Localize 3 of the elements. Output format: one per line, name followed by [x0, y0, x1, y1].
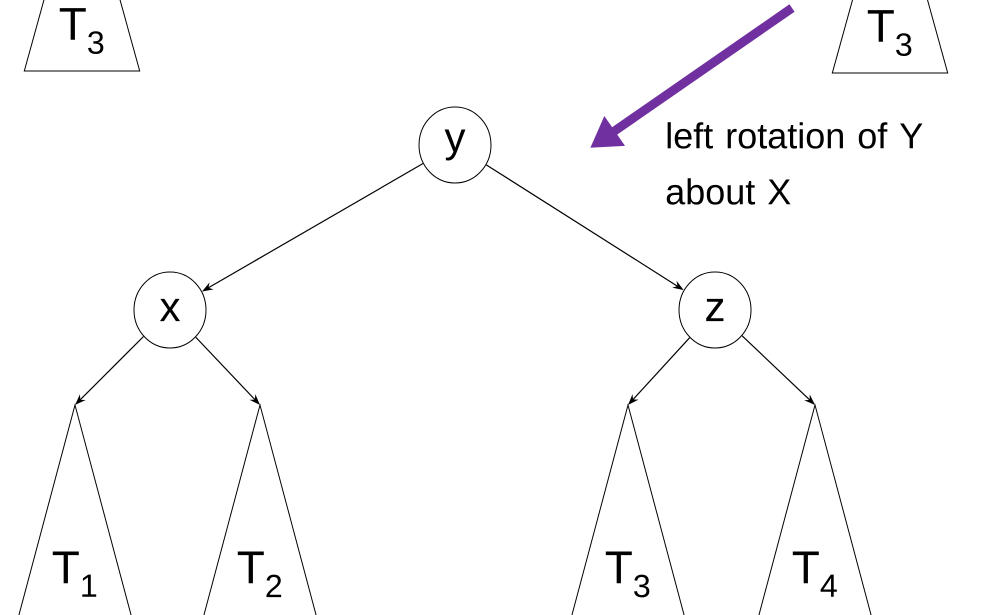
caption-text: left rotation of Y about X [666, 122, 922, 205]
subtree-trapezoid: T$_{3}$ [24, 0, 140, 72]
subtree-trapezoid: T$_{3}$ [832, 0, 948, 74]
